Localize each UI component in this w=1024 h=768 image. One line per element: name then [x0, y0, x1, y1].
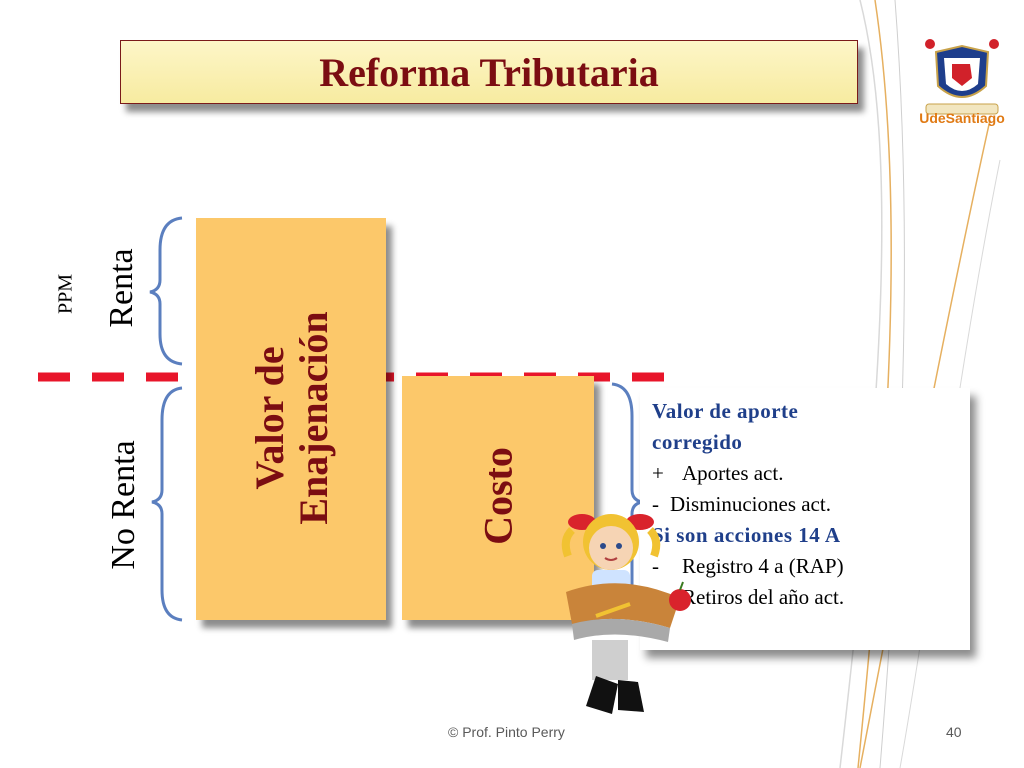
list-text: Aportes act. [682, 461, 784, 485]
valor-enajenacion-label: Valor de Enajenación [247, 311, 336, 525]
university-crest-icon [925, 39, 999, 115]
list-symbol: + [652, 461, 664, 485]
list-symbol: - [652, 492, 659, 516]
list-text: Registro 4 a (RAP) [682, 554, 844, 578]
costo-label: Costo [475, 447, 521, 545]
list-item: + Aportes act. [652, 458, 960, 489]
university-name: UdeSantiago [919, 110, 1005, 126]
renta-label: Renta [103, 248, 140, 328]
no-renta-label: No Renta [105, 440, 142, 570]
list-text: Retiros del año act. [682, 585, 845, 609]
title-banner: Reforma Tributaria [120, 40, 858, 104]
ppm-label: PPM [54, 273, 77, 315]
costo-bar [402, 376, 594, 620]
list-symbol: - [652, 554, 659, 578]
info-box: Valor de aporte corregido +Aportes act. … [640, 388, 970, 650]
page-number: 40 [946, 724, 962, 740]
valor-enajenacion-bar [196, 218, 386, 620]
valor-label-line2: Enajenación [291, 311, 336, 525]
valor-label-line1: Valor de [247, 346, 292, 490]
list-item: -Registro 4 a (RAP) [652, 551, 960, 582]
info-heading-line1: Valor de aporte [652, 399, 799, 423]
info-heading-line2: corregido [652, 430, 743, 454]
info-subheading: Si son acciones 14 A [652, 523, 841, 547]
footer-credit: © Prof. Pinto Perry [448, 724, 565, 740]
list-text: Disminuciones act. [670, 492, 831, 516]
page-title: Reforma Tributaria [319, 49, 659, 95]
student-at-desk-icon [561, 514, 691, 714]
list-item: -Disminuciones act. [652, 489, 960, 520]
